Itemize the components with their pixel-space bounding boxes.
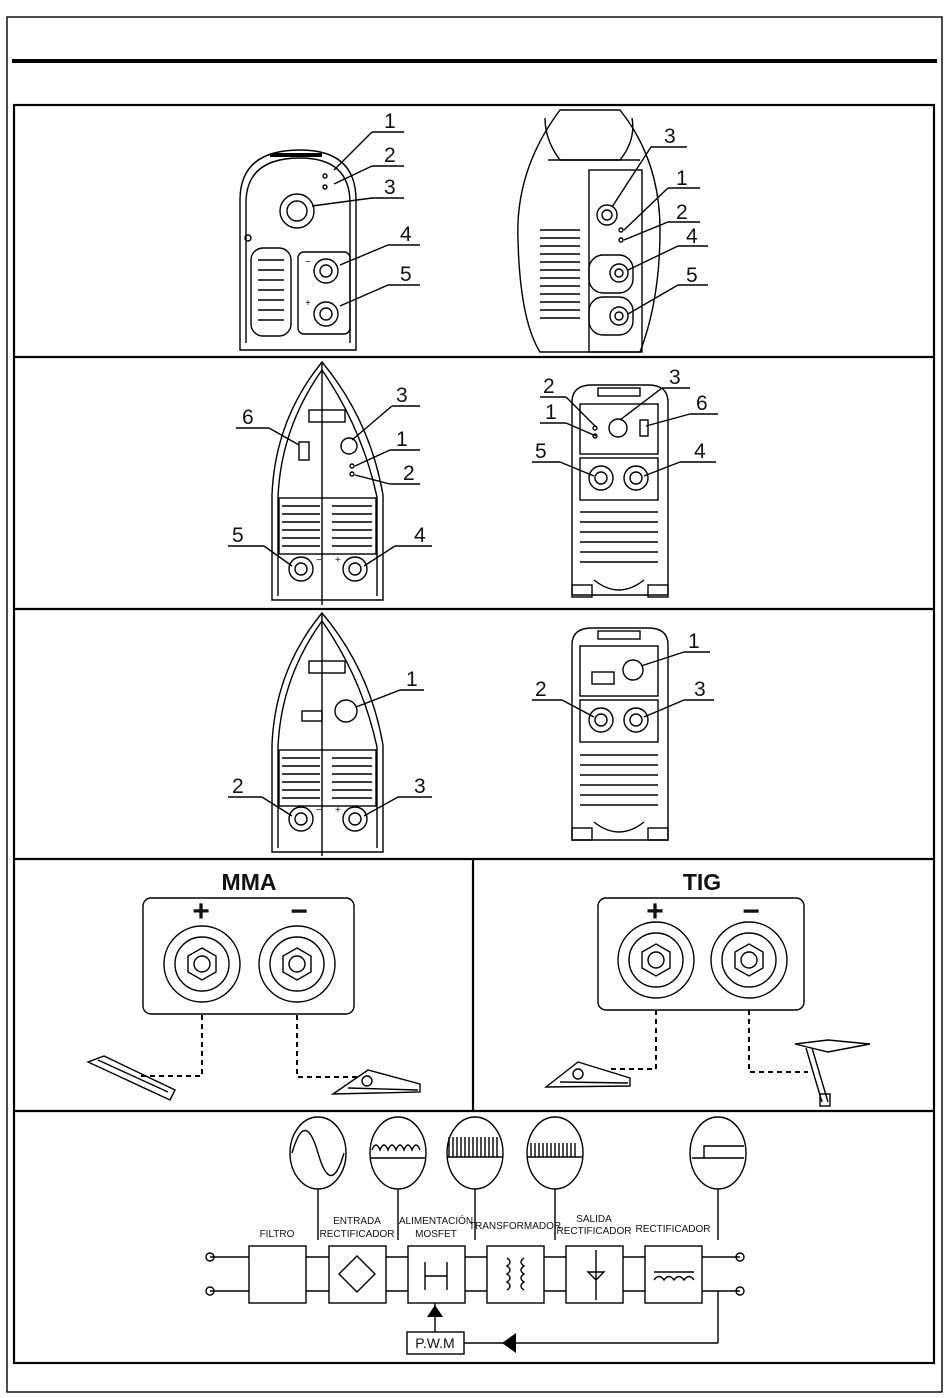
callout-label: 4 [686, 225, 698, 248]
block-label: TRANSFORMADOR [469, 1221, 561, 1232]
block-filtro [249, 1246, 306, 1303]
block-label: ALIMENTACIÓN [399, 1214, 473, 1227]
callout-label: 6 [696, 392, 708, 415]
callout-label: 3 [664, 125, 676, 148]
tig-connection: TIG + − [546, 869, 870, 1106]
content-frame [14, 105, 934, 1363]
machine-front-rounded: − + [240, 150, 356, 350]
machine-front-pointed-display: − + [272, 613, 383, 856]
callouts-panel3-left: 1 2 3 [228, 668, 432, 816]
mma-title: MMA [222, 869, 277, 895]
machine-perspective-rounded [518, 110, 660, 352]
block-label: RECTIFICADOR [636, 1224, 711, 1235]
svg-text:−: − [305, 257, 311, 268]
callouts-panel2-right: 3 2 1 6 5 4 [532, 366, 718, 476]
callout-label: 1 [384, 110, 396, 133]
pwm-label: P.W.M [415, 1335, 454, 1351]
mma-connection: MMA + − [88, 869, 420, 1100]
svg-text:−: − [316, 805, 322, 816]
block-label: ENTRADA [333, 1216, 381, 1227]
plus-sign: + [192, 895, 210, 928]
callout-label: 5 [535, 440, 547, 463]
electrode-holder-icon [88, 1056, 175, 1100]
callout-label: 1 [545, 401, 557, 424]
svg-text:+: + [305, 298, 311, 309]
block-label: FILTRO [260, 1229, 295, 1240]
block-entrada-rectificador [329, 1246, 386, 1303]
svg-text:+: + [335, 805, 341, 816]
callout-label: 3 [669, 366, 681, 389]
callout-label: 2 [232, 775, 244, 798]
callout-label: 2 [535, 678, 547, 701]
callout-label: 1 [676, 167, 688, 190]
block-label: MOSFET [415, 1229, 457, 1240]
callout-label: 2 [543, 375, 555, 398]
callout-label: 1 [406, 668, 418, 691]
block-label: RECTIFICADOR [320, 1229, 395, 1240]
machine-front-boxy-display [572, 628, 668, 840]
callouts-panel2-left: 3 6 1 2 5 4 [228, 384, 432, 566]
tig-title: TIG [683, 869, 721, 895]
callout-label: 4 [414, 524, 426, 547]
callout-label: 5 [686, 264, 698, 287]
callout-label: 3 [414, 775, 426, 798]
svg-text:+: + [335, 555, 341, 566]
block-transformador [487, 1246, 544, 1303]
earth-clamp-icon [333, 1070, 420, 1094]
callout-label: 2 [384, 144, 396, 167]
block-diagram: FILTRO ENTRADA RECTIFICADOR ALIMENTACIÓN… [206, 1117, 746, 1354]
callout-label: 1 [688, 630, 700, 653]
block-alimentacion-mosfet [408, 1246, 465, 1303]
block-rectificador [645, 1246, 702, 1303]
callout-label: 2 [403, 462, 415, 485]
minus-sign: − [290, 895, 308, 928]
svg-text:−: − [316, 555, 322, 566]
block-label: SALIDA [576, 1214, 612, 1225]
callout-label: 2 [676, 201, 688, 224]
callout-label: 5 [232, 524, 244, 547]
block-salida-rectificador [566, 1246, 623, 1303]
callout-label: 3 [384, 176, 396, 199]
callout-label: 5 [400, 263, 412, 286]
callout-label: 3 [694, 678, 706, 701]
callout-label: 1 [396, 428, 408, 451]
callout-label: 6 [242, 406, 254, 429]
callout-label: 4 [694, 440, 706, 463]
block-label: RECTIFICADOR [557, 1226, 632, 1237]
page-border [7, 17, 942, 1392]
earth-clamp-icon [546, 1062, 630, 1087]
callout-label: 3 [396, 384, 408, 407]
callout-label: 4 [400, 223, 412, 246]
machine-front-pointed: − + [272, 362, 383, 605]
